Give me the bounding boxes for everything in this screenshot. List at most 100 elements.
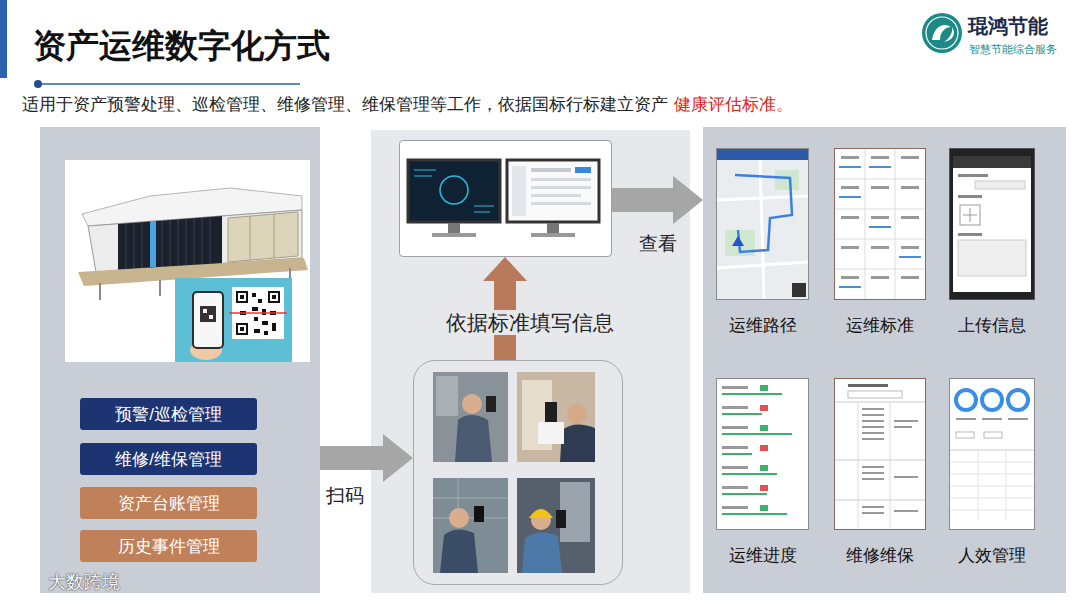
field-photos-part xyxy=(449,508,469,528)
field-photos-part xyxy=(560,482,590,542)
screenshot-map-part xyxy=(717,262,808,268)
monitor-picture-part xyxy=(408,160,500,222)
container-picture-part xyxy=(134,223,135,269)
content-frame xyxy=(399,140,612,257)
screenshot-efficiency-part xyxy=(950,450,1034,451)
screenshot-maintenance-table-part xyxy=(858,402,859,529)
screen-frame xyxy=(834,148,926,300)
field-photos-part xyxy=(529,509,553,518)
slide-title: 资产运维数字化方式 xyxy=(33,27,330,64)
screenshot-standards-part xyxy=(835,149,925,299)
qr-scan-picture-part xyxy=(232,287,284,339)
monitor-picture-part xyxy=(531,233,575,237)
screenshot-standards-part xyxy=(895,149,896,299)
screenshot-efficiency-part xyxy=(956,390,976,410)
screenshot-maintenance-table-part xyxy=(862,506,884,508)
screenshot-standards-part xyxy=(901,216,919,219)
screenshot-maintenance-table-part xyxy=(848,384,888,387)
screenshot-card: 运维路径 xyxy=(716,148,809,340)
field-photos-part xyxy=(517,478,595,573)
field-photos-part xyxy=(458,478,459,573)
screenshot-standards-part xyxy=(835,239,925,240)
monitor-picture-part xyxy=(474,206,494,207)
screenshot-progress-part xyxy=(722,493,767,495)
qr-scan-picture-part xyxy=(240,311,246,315)
screenshot-maintenance-table-part xyxy=(890,402,891,529)
container-picture-part xyxy=(178,220,179,266)
screenshot-upload-form-part xyxy=(958,195,982,198)
qr-scan-picture-part xyxy=(270,293,278,301)
button-label: 资产台账管理 xyxy=(118,492,220,515)
qr-scan-picture-part xyxy=(200,306,216,322)
container-picture xyxy=(65,160,310,362)
qr-scan-picture-part xyxy=(238,325,246,333)
screenshot-efficiency-part xyxy=(978,450,979,520)
button-label: 历史事件管理 xyxy=(118,535,220,558)
screenshot-maintenance-table-part xyxy=(862,432,884,434)
edge-label: 扫码 xyxy=(322,485,368,508)
company-logo-icon xyxy=(922,13,962,53)
screenshot-upload-form-part xyxy=(975,181,1025,189)
screenshot-efficiency-part xyxy=(950,474,1034,475)
screenshot-progress-part xyxy=(760,505,768,511)
screenshot-progress-part xyxy=(722,453,752,455)
qr-scan-picture-part xyxy=(203,309,207,313)
watermark-icon-part xyxy=(13,575,27,589)
title-accent-part xyxy=(0,0,7,78)
monitor-picture-part xyxy=(547,223,559,233)
panel: 运维路径运维标准上传信息运维进度维修维保人效管理 xyxy=(703,127,1066,593)
card-caption-wrap: 人效管理 xyxy=(929,544,1055,567)
monitor-picture-part xyxy=(531,178,591,181)
card-caption-wrap: 上传信息 xyxy=(929,314,1055,337)
screenshot-progress-part xyxy=(760,485,768,491)
container-picture-part xyxy=(82,188,302,226)
screenshot-progress-part xyxy=(722,386,748,389)
qr-scan-picture-part xyxy=(254,317,258,321)
container-picture-part xyxy=(118,216,222,270)
screenshot-maintenance-table-part xyxy=(894,476,918,478)
screenshot-progress-part xyxy=(722,513,787,515)
screenshot-standards-part xyxy=(901,276,919,279)
company-slogan-wrap: 智慧节能综合服务 xyxy=(969,39,1057,57)
screenshot-maintenance-table-part xyxy=(894,420,918,422)
menu-button: 资产台账管理 xyxy=(80,487,257,519)
screenshot-maintenance-table-part xyxy=(862,408,884,410)
screenshot-map-part xyxy=(725,230,755,256)
watermark-icon-part xyxy=(14,590,40,595)
screen-frame xyxy=(716,378,809,530)
screenshot-map-part xyxy=(717,196,808,200)
screenshot-standards-part xyxy=(869,226,891,228)
field-photos-part xyxy=(531,510,551,530)
screenshot-progress-part xyxy=(722,466,748,469)
content-frame xyxy=(413,360,623,585)
screenshot-standards-part xyxy=(841,276,859,279)
screenshot-upload-form-part xyxy=(953,156,1031,168)
card-caption: 人效管理 xyxy=(958,546,1026,565)
screenshot-standards-part xyxy=(841,246,859,249)
qr-scan-picture-part xyxy=(272,295,276,299)
qr-scan-picture-part xyxy=(236,291,248,303)
screenshot-map-part xyxy=(732,236,744,246)
screenshot-standards-part xyxy=(841,156,859,159)
field-photos-part xyxy=(433,498,508,499)
screen-frame xyxy=(834,378,926,530)
screenshot-upload-form-part xyxy=(958,240,1026,276)
screenshot-progress-part xyxy=(760,425,768,431)
screenshot-maintenance-table-part xyxy=(835,379,925,529)
container-picture-part xyxy=(150,221,156,267)
screenshot-maintenance-table xyxy=(835,379,925,529)
screenshot-progress-part xyxy=(722,506,748,509)
screenshot-standards-part xyxy=(835,179,925,180)
field-photos-part xyxy=(440,529,478,573)
watermark-icon-part xyxy=(28,575,38,585)
container-picture-part xyxy=(202,218,203,265)
monitor-picture-part xyxy=(507,160,599,222)
screenshot-efficiency-part xyxy=(984,432,1002,438)
field-photos-part xyxy=(433,478,508,573)
screenshot-efficiency-part xyxy=(956,432,974,438)
screenshot-card: 运维标准 xyxy=(834,148,926,340)
qr-scan-picture-part xyxy=(193,292,223,348)
screenshot-standards-part xyxy=(901,246,919,249)
edge-label: 查看 xyxy=(635,233,681,256)
screenshot-maintenance-table-part xyxy=(862,438,884,440)
